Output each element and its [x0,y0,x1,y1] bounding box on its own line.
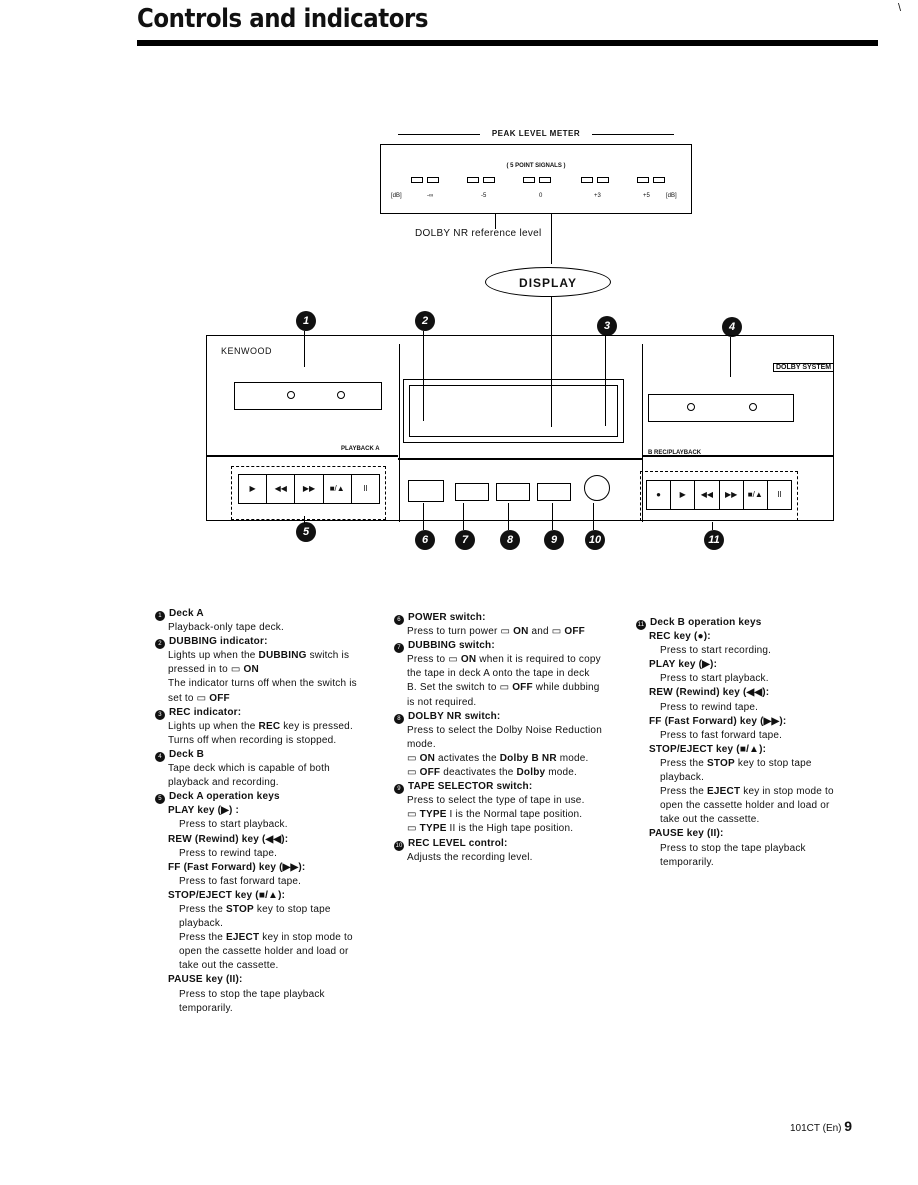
deck-b-ops-heading: Deck B operation keys [650,617,762,628]
dubbing-switch-heading: DUBBING switch: [408,640,495,652]
deck-a-play-key[interactable]: ▶ [239,475,268,503]
display-leader [551,214,552,264]
callout-1: 1 [296,311,316,331]
deck-b-keys-outline [640,471,798,521]
page-number: 9 [844,1118,853,1134]
rec-indicator-heading: REC indicator: [169,706,242,718]
deck-a-ops-heading: Deck A operation keys [169,791,280,803]
rec-level-heading: REC LEVEL control: [408,837,508,849]
meter-scale: [dB] -∞ -5 0 +3 +5 [dB] [381,193,691,203]
deck-a-rew-key[interactable]: ◀◀ [267,475,296,503]
brand-logo: KENWOOD [221,346,273,356]
dolby-nr-switch[interactable] [496,483,530,501]
page-footer: 101CT (En) 9 [790,1118,852,1134]
tape-selector-heading: TAPE SELECTOR switch: [408,781,533,793]
callout-3: 3 [597,316,617,336]
callout-8: 8 [500,530,520,550]
deck-b-ff-key[interactable]: ▶▶ [720,481,744,509]
callout-5: 5 [296,522,316,542]
footer-code: 101CT (En) [790,1123,842,1134]
deck-b-cassette-window [648,394,794,422]
rec-indicator-text: Turns off when recording is stopped. [168,734,337,746]
page-title: Controls and indicators [137,4,429,34]
scale-label: +3 [594,193,601,199]
deck-a-ff-key[interactable]: ▶▶ [295,475,324,503]
scale-label: -5 [481,193,487,199]
display-label: DISPLAY [485,267,611,297]
dubbing-indicator-heading: DUBBING indicator: [169,636,268,648]
deck-b-heading: Deck B [169,748,205,760]
corner-mark: \ [898,2,902,14]
meter-segments [397,177,675,185]
playback-a-label: PLAYBACK A [341,446,380,452]
scale-label: +5 [643,193,650,199]
callout-2: 2 [415,311,435,331]
peak-meter-label: PEAK LEVEL METER [398,129,674,138]
dolby-ref-text: DOLBY NR reference level [415,228,542,239]
callout-4: 4 [722,317,742,337]
callout-6: 6 [415,530,435,550]
scale-label: [dB] [666,193,677,199]
deck-a-cassette-window [234,382,382,410]
power-switch[interactable] [408,480,444,502]
callout-10: 10 [585,530,605,550]
deck-a-keys: ▶ ◀◀ ▶▶ ■/▲ II [238,474,380,504]
deck-b-label: B REC/PLAYBACK [648,450,702,456]
ref-leader [495,213,496,229]
rec-level-knob[interactable] [584,475,610,501]
mini-display [403,379,624,443]
scale-label: [dB] [391,193,402,199]
scale-label: 0 [539,193,543,199]
dubbing-switch[interactable] [455,483,489,501]
deck-a-stop-eject-key[interactable]: ■/▲ [324,475,352,503]
peak-signals-label: ( 5 POINT SIGNALS ) [506,163,566,169]
deck-b-pause-key[interactable]: II [777,490,782,499]
dolby-switch-heading: DOLBY NR switch: [408,710,501,722]
title-rule [137,40,878,46]
scale-label: -∞ [427,193,434,199]
callout-7: 7 [455,530,475,550]
deck-panel [206,335,834,522]
callout-9: 9 [544,530,564,550]
dubbing-indicator-text: The indicator turns off when the switch … [168,678,357,690]
display-leader-lower [551,297,552,427]
tape-selector-switch[interactable] [537,483,571,501]
deck-a-pause-key[interactable]: II [363,484,368,493]
deck-center-section [399,344,643,522]
dolby-logo: DOLBY SYSTEM [773,363,835,372]
power-switch-heading: POWER switch: [408,612,486,623]
deck-b-play-key[interactable]: ▶ [671,481,696,509]
deck-b-rec-key[interactable]: ● [647,481,672,509]
deck-a-heading: Deck A [169,608,204,619]
deck-b-stop-eject-key[interactable]: ■/▲ [744,481,768,509]
deck-b-rew-key[interactable]: ◀◀ [695,481,720,509]
peak-meter-diagram: ( 5 POINT SIGNALS ) [dB] -∞ -5 0 +3 +5 [… [380,144,692,214]
callout-11: 11 [704,530,724,550]
deck-b-keys: ● ▶ ◀◀ ▶▶ ■/▲ II [646,480,792,510]
deck-a-keys-outline [231,466,386,520]
deck-a-text: Playback-only tape deck. [168,622,284,634]
